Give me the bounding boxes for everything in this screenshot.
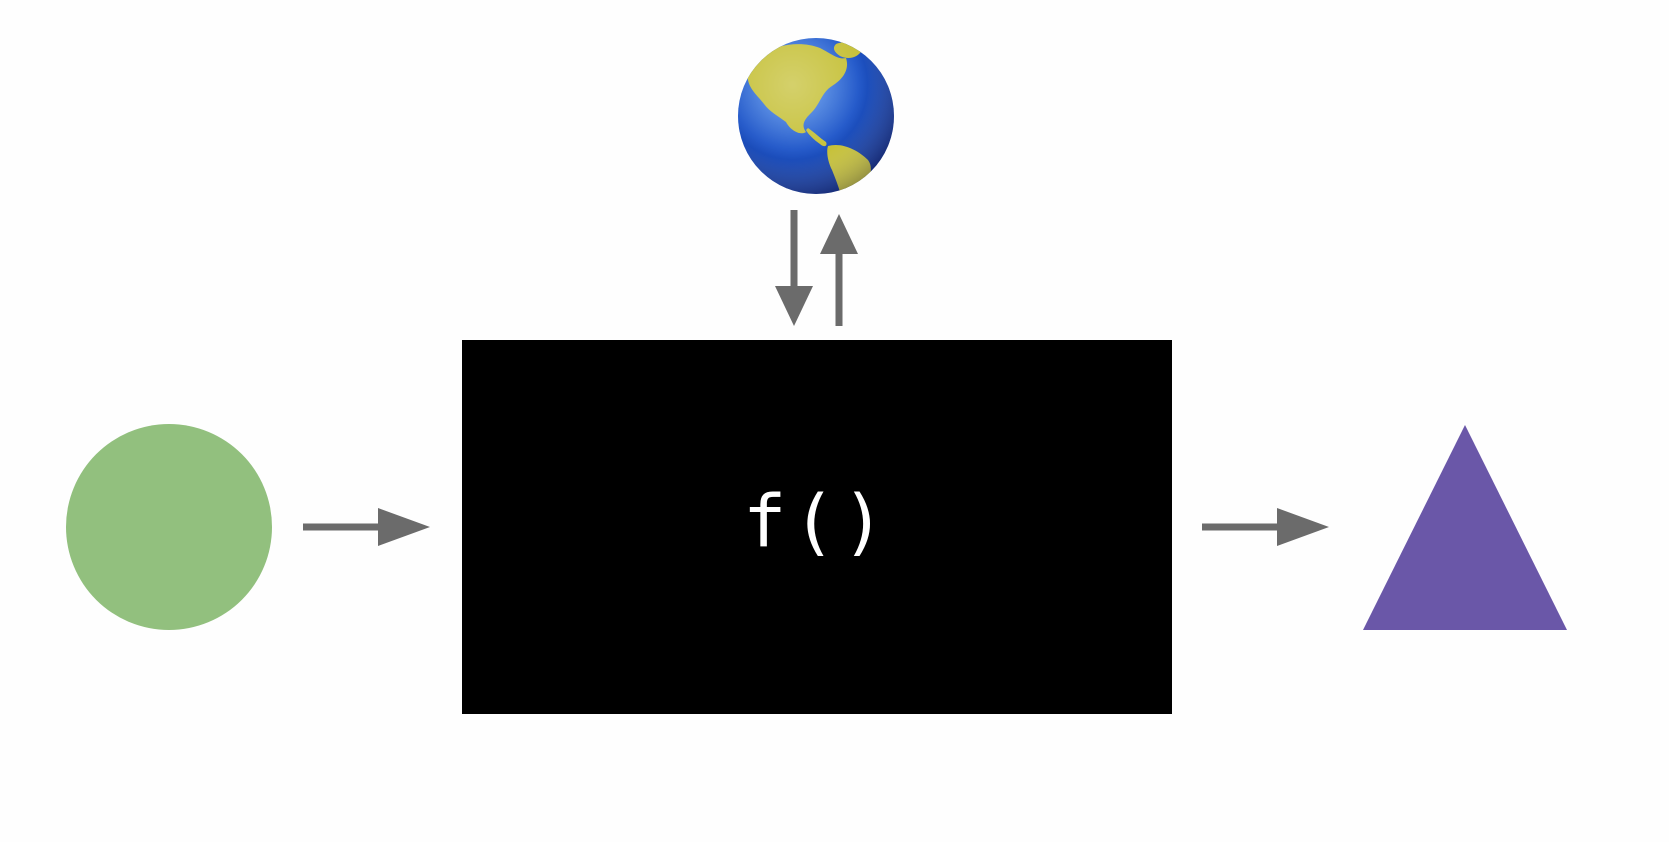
globe-icon	[738, 38, 894, 194]
function-label: f()	[743, 480, 891, 564]
function-box: f()	[462, 340, 1172, 714]
input-circle	[66, 424, 272, 630]
output-triangle	[1363, 425, 1567, 630]
arrow-input-to-function	[303, 508, 430, 546]
arrow-world-to-function	[775, 210, 813, 326]
arrow-function-to-output	[1202, 508, 1329, 546]
arrow-function-to-world	[820, 214, 858, 326]
